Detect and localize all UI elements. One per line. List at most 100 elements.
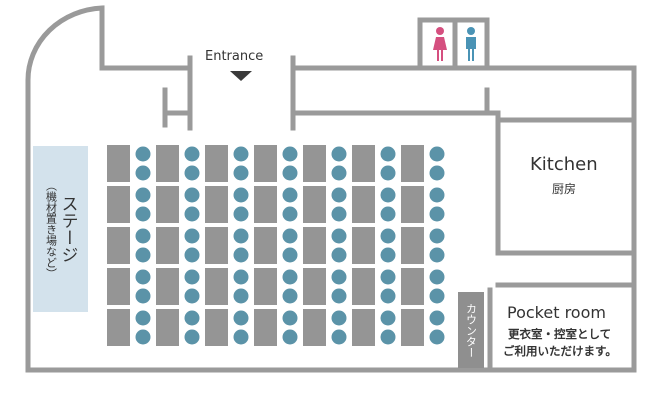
restroom-wall <box>417 17 490 71</box>
chair <box>233 288 249 304</box>
chair <box>135 165 151 181</box>
table <box>401 227 424 264</box>
chair <box>282 187 298 203</box>
chair <box>135 187 151 203</box>
chair <box>233 269 249 285</box>
chair <box>380 206 396 222</box>
table <box>303 309 326 346</box>
stage-label: ステージ （機材置き場など） <box>33 146 88 312</box>
table <box>254 227 277 264</box>
female-restroom-icon <box>433 27 447 61</box>
chair <box>429 247 445 263</box>
chair <box>331 288 347 304</box>
chair <box>282 206 298 222</box>
table <box>352 145 375 182</box>
chair <box>429 206 445 222</box>
chair <box>380 269 396 285</box>
chair <box>282 288 298 304</box>
chair <box>380 247 396 263</box>
chair <box>331 310 347 326</box>
table <box>352 268 375 305</box>
chair <box>282 247 298 263</box>
table <box>205 309 228 346</box>
chair <box>233 228 249 244</box>
chair <box>331 247 347 263</box>
pocket-room-title: Pocket room <box>507 303 606 322</box>
chair <box>331 206 347 222</box>
table <box>303 145 326 182</box>
male-restroom-icon <box>466 27 476 61</box>
chair <box>184 206 200 222</box>
counter-label: カウンター <box>458 292 484 368</box>
chair <box>233 247 249 263</box>
chair <box>331 329 347 345</box>
chair <box>429 269 445 285</box>
chair <box>233 206 249 222</box>
chair <box>184 329 200 345</box>
kitchen-label-jp: 厨房 <box>552 182 577 196</box>
table <box>107 309 130 346</box>
table <box>107 268 130 305</box>
kitchen-label: Kitchen <box>530 154 598 175</box>
triangle-down-icon <box>230 71 252 81</box>
chair <box>233 329 249 345</box>
chair <box>282 165 298 181</box>
chair <box>135 146 151 162</box>
chair <box>184 288 200 304</box>
seating-area <box>107 145 445 346</box>
chair <box>331 165 347 181</box>
chair <box>429 228 445 244</box>
table <box>303 186 326 223</box>
chair <box>380 187 396 203</box>
stage-area <box>33 146 88 312</box>
chair <box>331 269 347 285</box>
table <box>205 186 228 223</box>
table <box>156 268 179 305</box>
table <box>156 227 179 264</box>
chair <box>380 228 396 244</box>
chair <box>429 187 445 203</box>
chair <box>233 187 249 203</box>
chair <box>184 187 200 203</box>
chair <box>184 165 200 181</box>
chair <box>429 288 445 304</box>
table <box>352 227 375 264</box>
table <box>205 227 228 264</box>
table <box>254 309 277 346</box>
table <box>107 186 130 223</box>
stage-subtitle: （機材置き場など） <box>44 179 58 279</box>
walls <box>25 5 637 373</box>
chair <box>135 288 151 304</box>
chair <box>184 228 200 244</box>
restrooms <box>433 27 476 61</box>
chair <box>429 146 445 162</box>
table <box>156 186 179 223</box>
chair <box>429 329 445 345</box>
table <box>401 268 424 305</box>
table <box>401 145 424 182</box>
chair <box>184 146 200 162</box>
table <box>254 268 277 305</box>
table <box>205 145 228 182</box>
chair <box>380 146 396 162</box>
chair <box>429 165 445 181</box>
counter-text: カウンター <box>464 302 478 358</box>
chair <box>135 228 151 244</box>
table <box>156 309 179 346</box>
table <box>156 145 179 182</box>
chair <box>331 228 347 244</box>
chair <box>380 310 396 326</box>
chair <box>380 329 396 345</box>
chair <box>135 269 151 285</box>
chair <box>380 165 396 181</box>
outer-wall-bottom <box>25 255 637 373</box>
stage-title: ステージ <box>57 195 78 263</box>
chair <box>135 310 151 326</box>
chair <box>233 165 249 181</box>
chair <box>282 146 298 162</box>
table <box>254 186 277 223</box>
outer-wall-curved <box>25 5 193 373</box>
chair <box>184 310 200 326</box>
chair <box>135 329 151 345</box>
